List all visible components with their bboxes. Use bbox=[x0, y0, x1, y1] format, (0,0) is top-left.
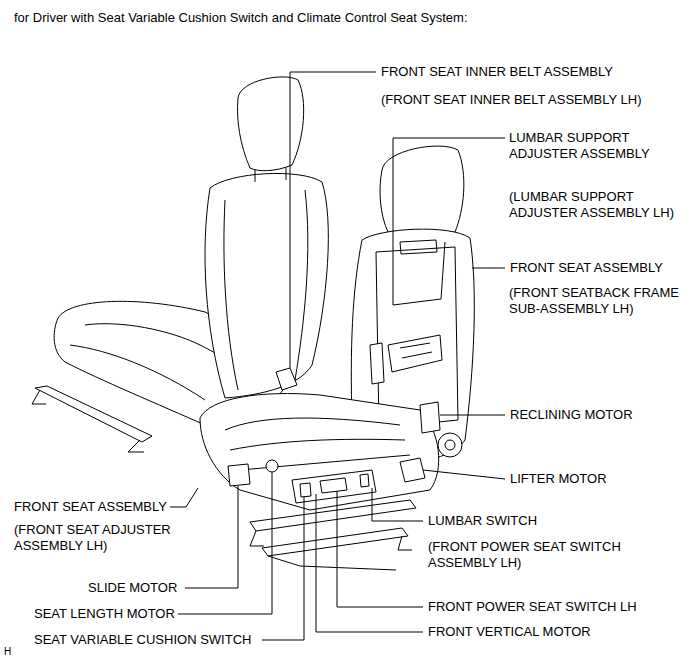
part-label: (FRONT SEAT INNER BELT ASSEMBLY LH) bbox=[381, 92, 642, 108]
recliner-gear bbox=[438, 433, 462, 457]
cushion-frame bbox=[200, 394, 439, 510]
part-label: FRONT SEAT INNER BELT ASSEMBLY bbox=[381, 64, 613, 80]
part-label: (FRONT POWER SEAT SWITCH ASSEMBLY LH) bbox=[428, 539, 668, 571]
part-label: FRONT POWER SEAT SWITCH LH bbox=[428, 599, 637, 615]
seat-backrest bbox=[205, 173, 328, 398]
part-label: LUMBAR SWITCH bbox=[428, 513, 537, 529]
leader-line bbox=[423, 470, 505, 479]
leader-line bbox=[337, 491, 423, 607]
backrest-seam bbox=[224, 190, 308, 390]
part-label: (FRONT SEATBACK FRAME SUB-ASSEMBLY LH) bbox=[509, 285, 687, 317]
seat-length-motor bbox=[266, 460, 278, 472]
leader-line bbox=[290, 72, 376, 368]
part-label: FRONT SEAT ASSEMBLY bbox=[510, 260, 663, 276]
lumbar-plate bbox=[388, 335, 442, 372]
inner-belt-buckle bbox=[276, 368, 297, 390]
switch-knob bbox=[300, 474, 369, 497]
leader-line bbox=[393, 138, 505, 240]
part-label: RECLINING MOTOR bbox=[510, 407, 633, 423]
diagram-title: for Driver with Seat Variable Cushion Sw… bbox=[14, 10, 468, 26]
seat-headrest bbox=[238, 77, 304, 171]
figure-code: H bbox=[4, 644, 11, 659]
seat-rail bbox=[262, 528, 408, 556]
part-label: FRONT SEAT ASSEMBLY bbox=[14, 499, 167, 515]
recliner-gear bbox=[445, 440, 455, 450]
seat-foot bbox=[250, 531, 412, 570]
cushion-frame-seam bbox=[225, 418, 410, 470]
part-label: FRONT VERTICAL MOTOR bbox=[428, 624, 591, 640]
leader-lines bbox=[170, 72, 505, 640]
part-label: LUMBAR SUPPORT ADJUSTER ASSEMBLY bbox=[509, 130, 687, 162]
part-label: SEAT LENGTH MOTOR bbox=[34, 606, 175, 622]
leader-line bbox=[472, 268, 505, 269]
seatback-frame-opening bbox=[376, 247, 458, 428]
leader-line bbox=[440, 415, 505, 416]
lifter-motor bbox=[400, 458, 425, 482]
lumbar-support-adjuster bbox=[393, 240, 445, 305]
part-label: (LUMBAR SUPPORT ADJUSTER ASSEMBLY LH) bbox=[509, 189, 687, 221]
leader-line bbox=[170, 488, 198, 507]
leader-line bbox=[185, 486, 238, 588]
leader-line bbox=[262, 497, 304, 640]
part-label: (FRONT SEAT ADJUSTER ASSEMBLY LH) bbox=[14, 522, 194, 554]
slide-motor bbox=[228, 464, 250, 486]
leader-line bbox=[372, 488, 423, 521]
part-label: LIFTER MOTOR bbox=[510, 471, 607, 487]
leader-line bbox=[178, 472, 272, 614]
seatback-motor bbox=[370, 343, 384, 384]
leader-line bbox=[316, 494, 423, 632]
reclining-motor bbox=[420, 402, 440, 433]
part-label: SEAT VARIABLE CUSHION SWITCH bbox=[34, 632, 251, 648]
power-seat-switch bbox=[292, 470, 376, 503]
part-label: SLIDE MOTOR bbox=[88, 580, 177, 596]
